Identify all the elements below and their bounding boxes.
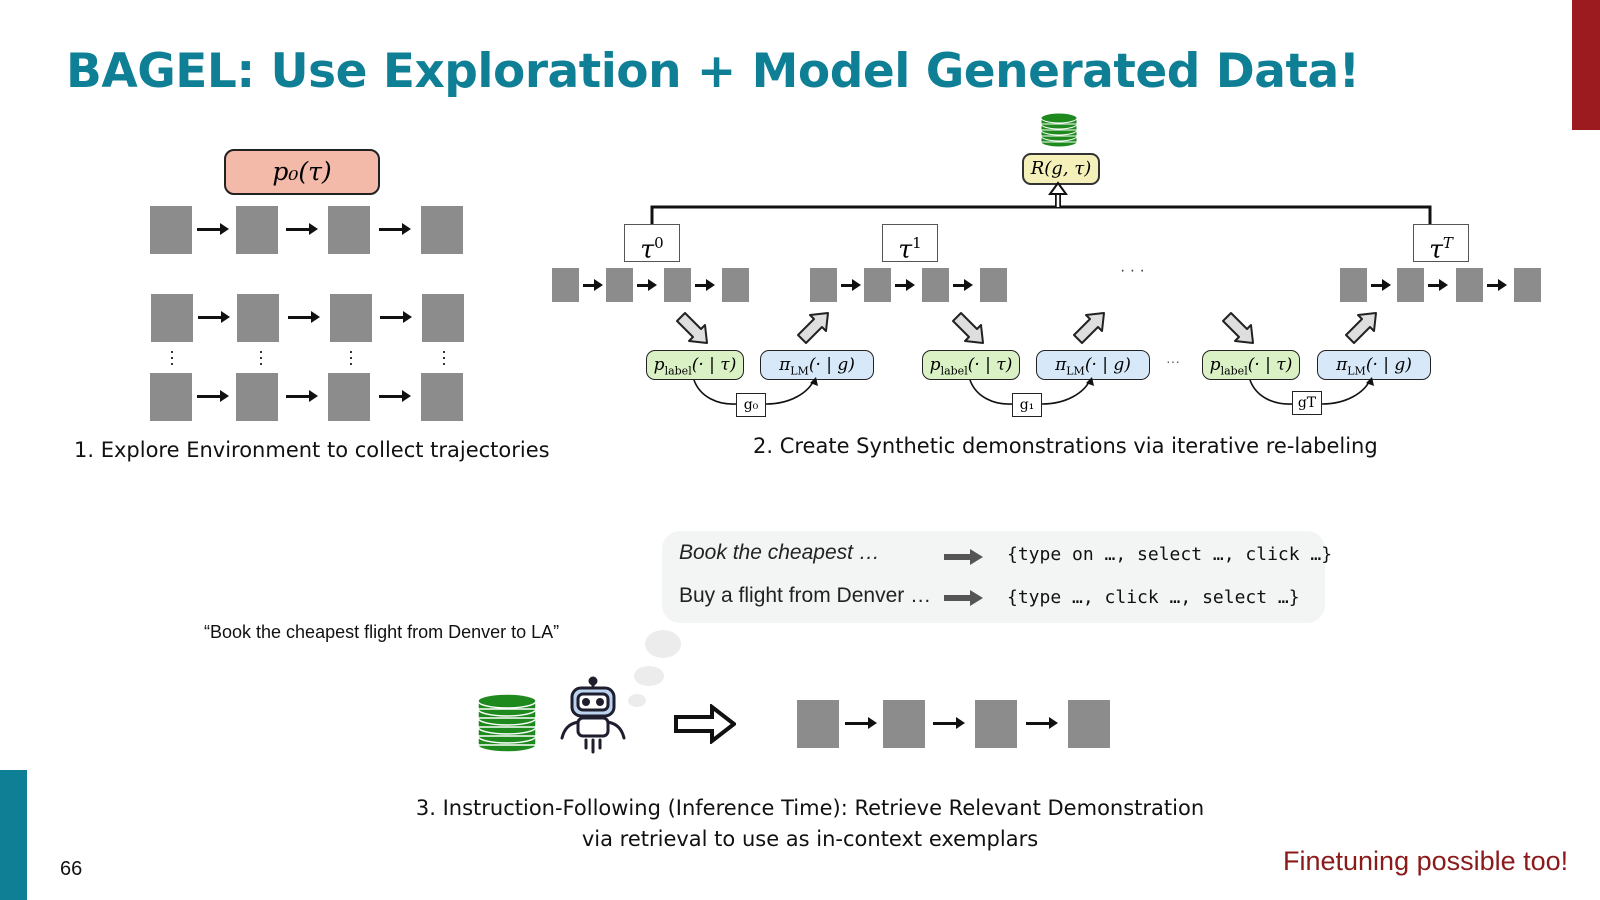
state-block <box>606 268 633 302</box>
transition-arrow <box>1428 279 1448 291</box>
state-block <box>150 373 192 421</box>
transition-arrow <box>379 390 411 402</box>
example-arrow-icon <box>944 549 983 565</box>
state-block <box>328 373 370 421</box>
state-block <box>236 206 278 254</box>
hollow-arrow-icon <box>674 704 736 744</box>
state-block <box>797 700 839 748</box>
transition-arrow <box>288 311 320 323</box>
transition-arrow <box>845 717 877 729</box>
prior-distribution-box: p₀(τ) <box>224 149 380 195</box>
example-instruction-2: Buy a flight from Denver … <box>679 584 932 607</box>
page-number: 66 <box>60 858 83 880</box>
example-actions-1: {type on …, select …, click …} <box>1007 544 1333 565</box>
relabel-ellipsis: ··· <box>1166 353 1180 369</box>
bottom-left-accent-bar <box>0 770 27 900</box>
trajectory-ellipsis: · · · <box>1120 262 1145 279</box>
state-block <box>980 268 1007 302</box>
goal-box-1: g₁ <box>1012 393 1042 417</box>
reward-function-box: R(g, τ) <box>1022 153 1100 185</box>
trajectory-label-0: τ0 <box>624 224 680 263</box>
transition-arrow <box>841 279 861 291</box>
vertical-ellipsis: ··· <box>258 341 264 373</box>
state-block <box>421 206 463 254</box>
panel3-caption: 3. Instruction-Following (Inference Time… <box>0 793 1600 855</box>
vertical-ellipsis: ··· <box>441 341 447 373</box>
state-block <box>722 268 749 302</box>
relabel-flow-arrows <box>676 312 1377 344</box>
trajectory-label-1: τ1 <box>882 224 938 263</box>
state-block <box>1514 268 1541 302</box>
state-block <box>883 700 925 748</box>
thought-bubble-icon <box>634 666 664 686</box>
transition-arrow <box>197 223 229 235</box>
state-block <box>1456 268 1483 302</box>
transition-arrow <box>198 311 230 323</box>
state-block <box>810 268 837 302</box>
example-actions-2: {type …, click …, select …} <box>1007 587 1300 608</box>
policy-box-0: πLM(· | g) <box>760 350 874 380</box>
transition-arrow <box>895 279 915 291</box>
top-right-accent-bar <box>1572 0 1600 130</box>
transition-arrow <box>380 311 412 323</box>
policy-box-1: πLM(· | g) <box>1036 350 1150 380</box>
transition-arrow <box>695 279 715 291</box>
panel2-caption: 2. Create Synthetic demonstrations via i… <box>753 434 1378 458</box>
goal-flow-curves <box>693 377 1374 408</box>
transition-arrow <box>1026 717 1058 729</box>
state-block <box>1068 700 1110 748</box>
transition-arrow <box>1371 279 1391 291</box>
trajectory-label-T: τT <box>1413 224 1469 263</box>
state-block <box>328 206 370 254</box>
state-block <box>330 294 372 342</box>
user-query-quote: “Book the cheapest flight from Denver to… <box>204 622 560 642</box>
state-block <box>864 268 891 302</box>
state-block <box>922 268 949 302</box>
state-block <box>664 268 691 302</box>
transition-arrow <box>637 279 657 291</box>
robot-icon <box>560 676 626 754</box>
state-block <box>1397 268 1424 302</box>
transition-arrow <box>286 223 318 235</box>
example-arrow-icon <box>944 590 983 606</box>
state-block <box>237 294 279 342</box>
state-block <box>422 294 464 342</box>
transition-arrow <box>933 717 965 729</box>
goal-box-0: g₀ <box>736 393 766 417</box>
vertical-ellipsis: ··· <box>348 341 354 373</box>
labeler-box-1: plabel(· | τ) <box>922 350 1020 380</box>
transition-arrow <box>286 390 318 402</box>
transition-arrow <box>583 279 603 291</box>
state-block <box>151 294 193 342</box>
panel3-caption-line1: 3. Instruction-Following (Inference Time… <box>415 796 1205 820</box>
thought-bubble-icon <box>628 694 646 707</box>
database-icon <box>477 693 537 753</box>
state-block <box>236 373 278 421</box>
example-instruction-1: Book the cheapest … <box>679 541 880 564</box>
panel1-caption: 1. Explore Environment to collect trajec… <box>74 438 550 462</box>
aggregation-bracket <box>650 181 1432 225</box>
database-icon <box>1040 112 1078 148</box>
demonstration-examples-panel <box>662 531 1325 623</box>
transition-arrow <box>379 223 411 235</box>
state-block <box>150 206 192 254</box>
slide-title: BAGEL: Use Exploration + Model Generated… <box>66 44 1360 99</box>
labeler-box-T: plabel(· | τ) <box>1202 350 1300 380</box>
panel3-caption-line2: via retrieval to use as in-context exemp… <box>581 827 1039 851</box>
vertical-ellipsis: ··· <box>169 341 175 373</box>
transition-arrow <box>197 390 229 402</box>
thought-bubble-icon <box>645 630 681 658</box>
policy-box-T: πLM(· | g) <box>1317 350 1431 380</box>
transition-arrow <box>1487 279 1507 291</box>
state-block <box>975 700 1017 748</box>
state-block <box>1340 268 1367 302</box>
state-block <box>552 268 579 302</box>
transition-arrow <box>953 279 973 291</box>
state-block <box>421 373 463 421</box>
finetune-note: Finetuning possible too! <box>1283 846 1569 876</box>
labeler-box-0: plabel(· | τ) <box>646 350 744 380</box>
goal-box-T: gT <box>1292 391 1322 415</box>
